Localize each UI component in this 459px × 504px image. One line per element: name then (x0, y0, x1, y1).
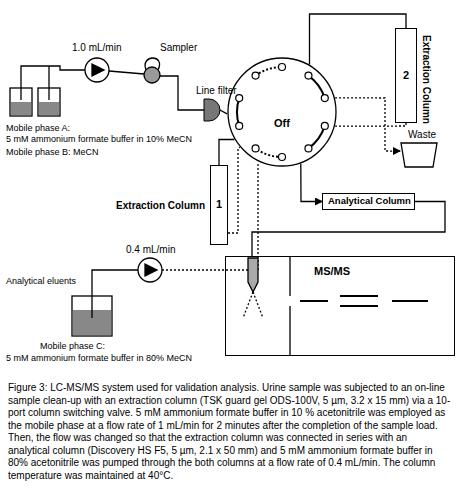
valve-channel (256, 67, 282, 76)
tubing-connector (228, 147, 240, 233)
valve-channel (256, 148, 282, 157)
valve-port (252, 72, 259, 79)
valve-port (236, 122, 243, 129)
node-sublabel: 1 (211, 198, 227, 211)
extraction-column: Extraction Column1 (210, 165, 228, 245)
annotation-label: Mobile phase C: (40, 341, 105, 351)
pump-arrow (145, 264, 157, 276)
node-sublabel: Extraction Column (420, 35, 432, 124)
node-label: Off (227, 117, 337, 130)
tubing (21, 66, 85, 100)
valve-port (279, 64, 286, 71)
annotation-label: Sampler (160, 42, 197, 54)
switching-valve-outline (227, 57, 337, 167)
node-label: Waste (408, 129, 436, 141)
extraction-column: 2Extraction Column (395, 28, 417, 123)
valve-port (321, 122, 328, 129)
solvent-liquid (11, 102, 31, 115)
node-label: Analytical Column (328, 196, 411, 207)
pump-symbol (85, 58, 109, 82)
valve-channel (308, 126, 324, 149)
tubing (92, 270, 138, 318)
sampler-symbol (144, 67, 160, 83)
annotation-label: Analytical eluents (6, 276, 76, 286)
spray-cone (243, 292, 263, 318)
tubing-connector (310, 14, 407, 64)
annotation-label: 5 mM ammonium formate buffer in 10% MeCN (6, 134, 192, 144)
ms-analyzer (300, 296, 428, 306)
valve-port (252, 145, 259, 152)
valve-port (321, 95, 328, 102)
waste-container-shape (401, 143, 437, 167)
switching-valve-shape (228, 58, 336, 166)
esi-needle (248, 258, 258, 292)
switching-valve: Off (227, 57, 337, 167)
valve-port (279, 154, 286, 161)
ms-detector: MS/MS (225, 256, 455, 356)
line-filter: Line filter (204, 99, 220, 121)
valve-port (305, 72, 312, 79)
annotation-label: Mobile phase B: MeCN (6, 147, 99, 157)
node-label: MS/MS (314, 265, 350, 278)
tubing-connector (335, 98, 400, 151)
node-label: Extraction Column (116, 200, 205, 212)
tubing (48, 66, 49, 100)
figure-caption: Figure 3: LC-MS/MS system used for valid… (8, 382, 451, 482)
annotation-label: 0.4 mL/min (126, 244, 175, 256)
analytical-column: Analytical Column (322, 193, 415, 210)
ms-inlet (289, 256, 290, 356)
tubing-connector (219, 140, 234, 166)
node-label: 2 (396, 69, 416, 82)
tubing-connector (301, 164, 322, 202)
line-filter-outline (204, 99, 220, 121)
line-filter-shape (204, 99, 220, 121)
valve-port (305, 145, 312, 152)
tubing-connector (335, 123, 406, 126)
valve-channel (308, 76, 324, 99)
pump-symbol (138, 258, 162, 282)
pump-arrow (92, 64, 104, 76)
annotation-label: Mobile phase A: (6, 123, 70, 133)
solvent-liquid (39, 102, 59, 115)
tubing (109, 71, 144, 74)
waste-container-outline (400, 142, 438, 168)
tubing-connector (220, 110, 227, 114)
waste-container: Waste (400, 142, 438, 168)
valve-channel (237, 98, 239, 126)
annotation-label: 1.0 mL/min (72, 42, 121, 54)
valve-port (236, 95, 243, 102)
annotation-label: 5 mM ammonium formate buffer in 80% MeCN (6, 353, 192, 363)
tubing (162, 164, 258, 270)
